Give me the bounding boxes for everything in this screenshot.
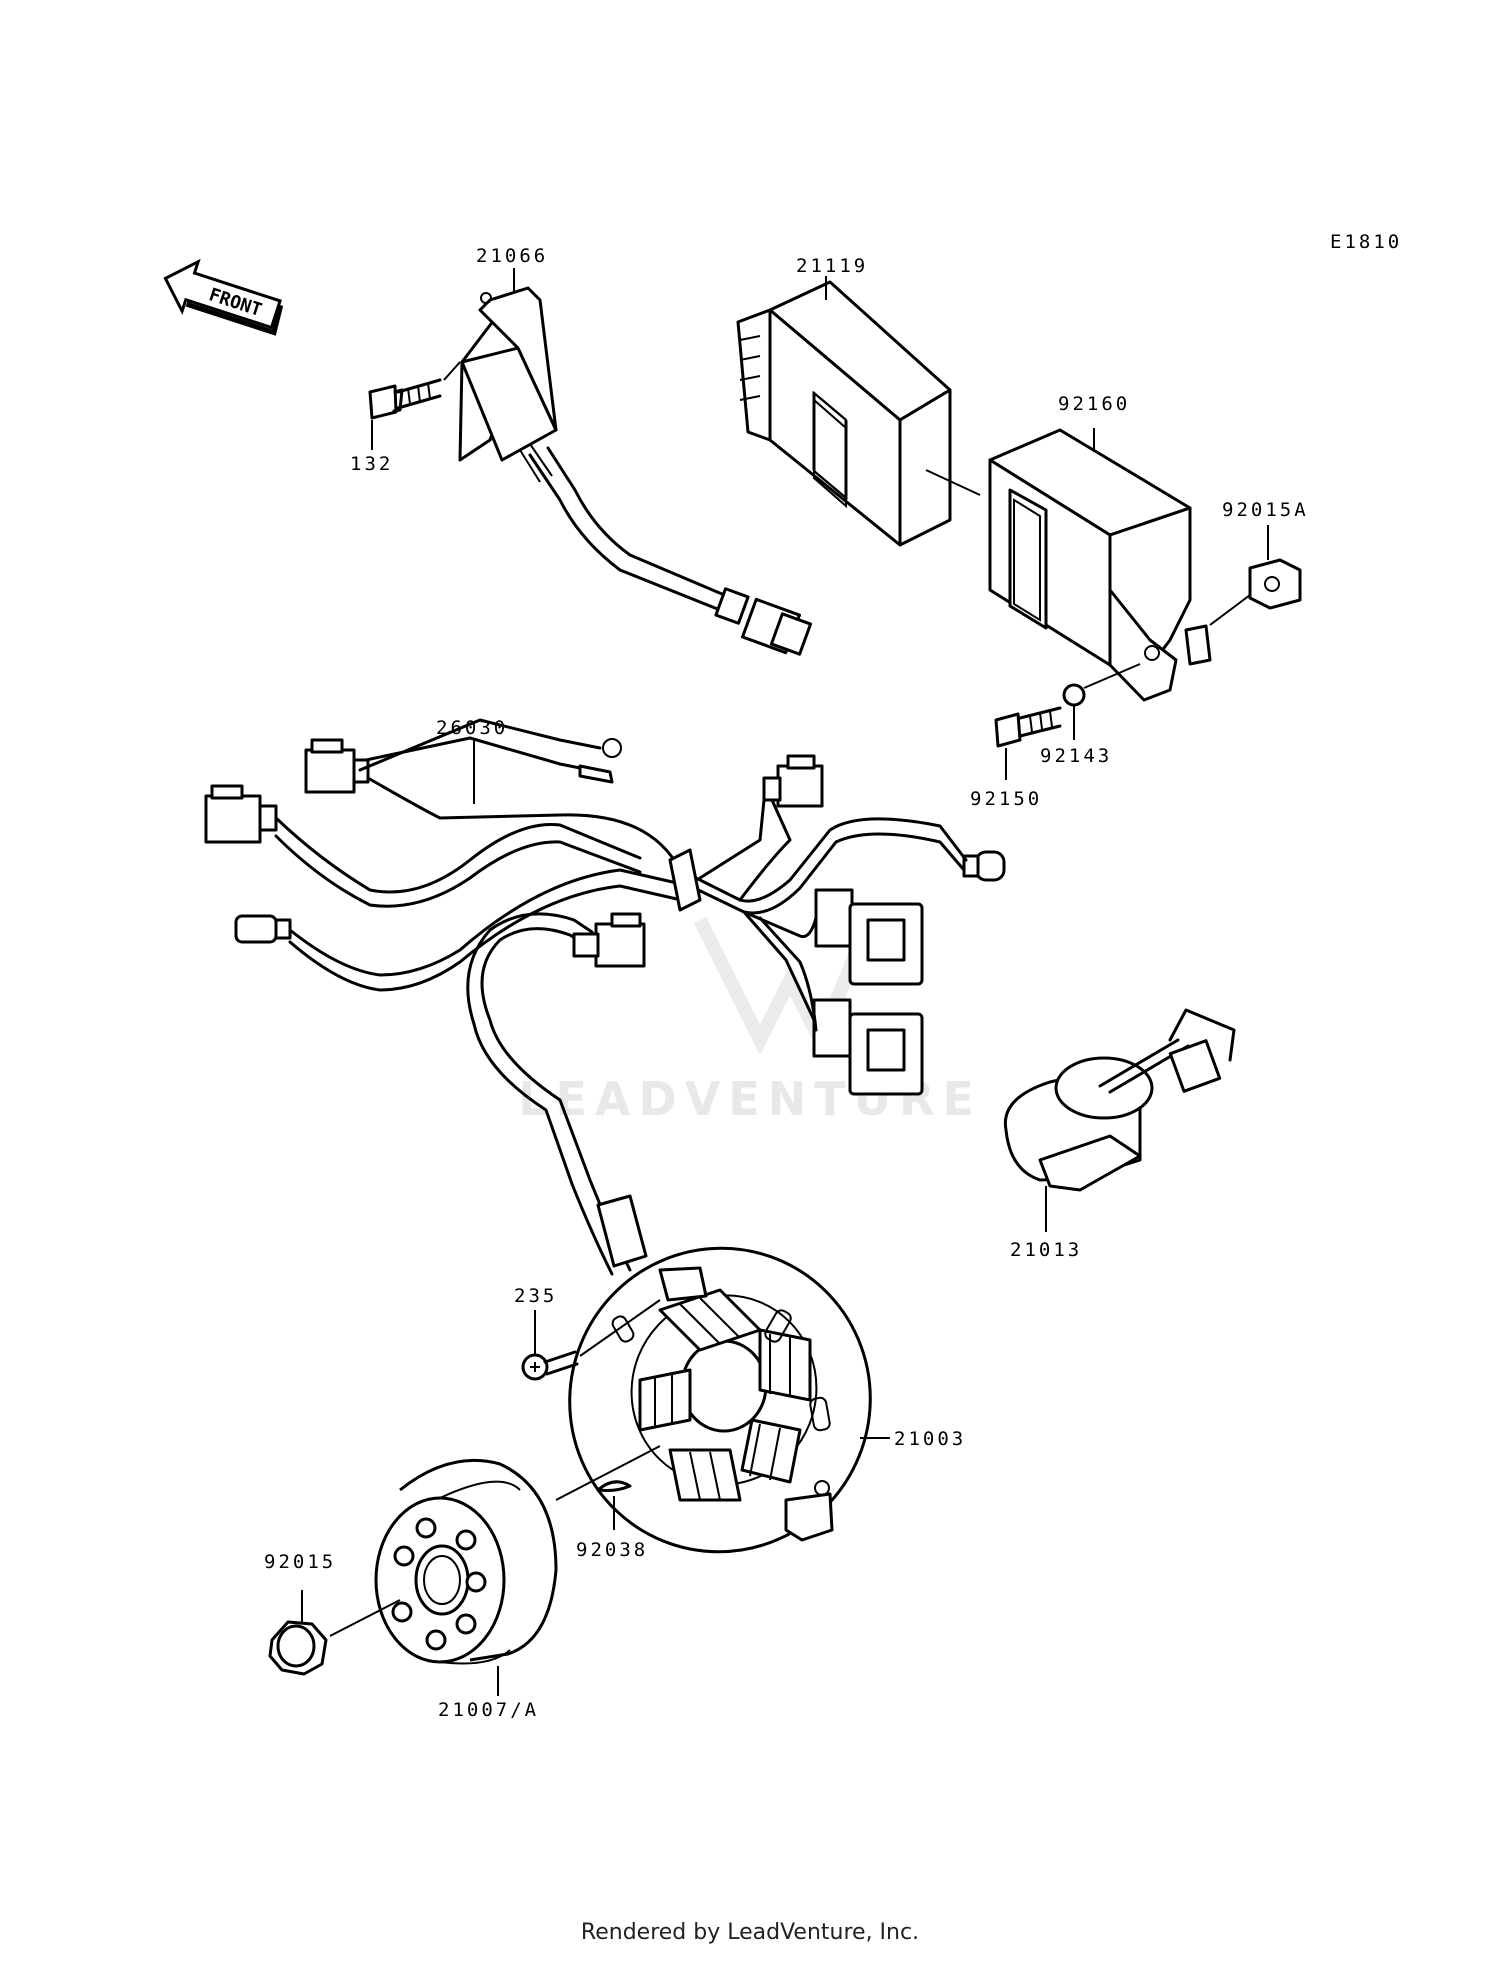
leader-92038-b	[555, 1445, 661, 1501]
part-132-bolt	[368, 378, 442, 420]
leader-132-b	[443, 361, 461, 381]
leader-92015-b	[329, 1599, 401, 1637]
label-92160: 92160	[1058, 393, 1130, 415]
label-21119: 21119	[796, 255, 868, 277]
label-92143: 92143	[1040, 745, 1112, 767]
leader-92143	[1083, 663, 1141, 689]
part-92143-collar	[1062, 683, 1086, 707]
label-92150: 92150	[970, 788, 1042, 810]
label-92038: 92038	[576, 1539, 648, 1561]
part-21013-coil	[1003, 1008, 1236, 1192]
label-21066: 21066	[476, 245, 548, 267]
diagram-code: E1810	[1330, 231, 1402, 253]
footer-credit: Rendered by LeadVenture, Inc.	[580, 1920, 920, 1945]
leader-21119-b	[925, 469, 981, 496]
part-92038-key	[596, 1480, 632, 1492]
part-92150-bolt	[994, 706, 1062, 748]
part-235-screw	[521, 1350, 579, 1381]
part-92015A-clip	[1248, 558, 1302, 610]
leader-92015A-b	[1209, 594, 1251, 626]
part-21003-stator	[568, 1246, 872, 1554]
label-21013: 21013	[1010, 1239, 1082, 1261]
leader-235-b	[579, 1299, 661, 1357]
part-21003-lead	[466, 912, 648, 1276]
part-26030-harness	[204, 718, 1006, 1096]
label-92015A: 92015A	[1222, 499, 1309, 521]
part-92015-nut	[268, 1620, 328, 1676]
label-26030: 26030	[436, 717, 508, 739]
label-21003: 21003	[894, 1428, 966, 1450]
part-21066-module	[458, 286, 813, 656]
label-92015: 92015	[264, 1551, 336, 1573]
part-21007A-flywheel	[374, 1458, 558, 1665]
part-92160-box	[988, 428, 1212, 702]
label-21007A: 21007/A	[438, 1699, 539, 1721]
part-21119-ecu	[736, 280, 952, 547]
label-132: 132	[350, 453, 393, 475]
label-235: 235	[514, 1285, 557, 1307]
front-arrow-icon: FRONT	[163, 258, 284, 336]
